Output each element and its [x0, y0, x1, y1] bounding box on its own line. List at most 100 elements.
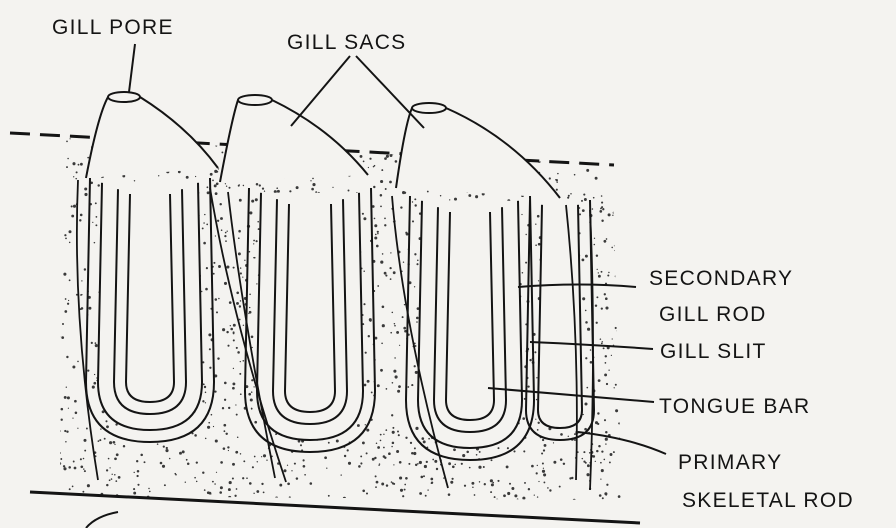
stipple-dot	[598, 379, 601, 382]
stipple-dot	[381, 483, 384, 486]
stipple-dot	[225, 240, 227, 242]
stipple-dot	[98, 440, 100, 442]
stipple-dot	[227, 345, 229, 347]
stipple-dot	[75, 134, 76, 135]
stipple-dot	[227, 446, 229, 448]
stipple-dot	[524, 482, 526, 484]
stipple-dot	[58, 208, 60, 210]
stipple-dot	[75, 178, 77, 180]
stipple-dot	[560, 433, 563, 436]
stipple-dot	[211, 139, 213, 141]
stipple-dot	[72, 417, 73, 418]
stipple-dot	[75, 412, 78, 415]
stipple-dot	[362, 490, 365, 493]
stipple-dot	[380, 180, 383, 183]
stipple-dot	[194, 477, 196, 479]
stipple-dot	[223, 424, 226, 427]
stipple-dot	[324, 456, 327, 459]
stipple-dot	[109, 467, 110, 468]
stipple-dot	[602, 208, 604, 210]
stipple-dot	[380, 369, 383, 372]
stipple-dot	[360, 455, 362, 457]
stipple-dot	[240, 453, 241, 454]
stipple-dot	[312, 178, 314, 180]
stipple-dot	[310, 180, 311, 181]
stipple-dot	[601, 450, 603, 452]
stipple-dot	[69, 230, 72, 233]
stipple-dot	[615, 384, 617, 386]
stipple-dot	[257, 461, 258, 462]
stipple-dot	[468, 194, 471, 197]
stipple-dot	[207, 186, 209, 188]
stipple-dot	[423, 475, 425, 477]
stipple-dot	[223, 447, 226, 450]
stipple-dot	[253, 493, 254, 494]
stipple-dot	[93, 382, 96, 385]
stipple-dot	[543, 449, 545, 451]
stipple-dot	[263, 454, 266, 457]
stipple-dot	[584, 198, 587, 201]
stipple-dot	[54, 396, 56, 398]
stipple-dot	[297, 500, 299, 502]
stipple-dot	[425, 495, 427, 497]
stipple-dot	[620, 193, 622, 195]
stipple-dot	[58, 309, 61, 312]
stipple-dot	[59, 430, 61, 432]
stipple-dot	[74, 467, 77, 470]
stipple-dot	[216, 171, 218, 173]
stipple-dot	[602, 341, 603, 342]
stipple-dot	[547, 155, 549, 157]
stipple-dot	[164, 484, 166, 486]
stipple-dot	[404, 304, 406, 306]
gill-pore-opening-1	[108, 92, 140, 102]
stipple-dot	[462, 454, 465, 457]
stipple-dot	[412, 201, 413, 202]
stipple-dot	[601, 220, 603, 222]
stipple-dot	[64, 396, 67, 399]
stipple-dot	[536, 399, 537, 400]
stipple-dot	[186, 176, 189, 179]
stipple-dot	[149, 491, 151, 493]
stipple-dot	[289, 496, 291, 498]
stipple-dot	[609, 461, 611, 463]
label-gill-pore: GILL PORE	[52, 17, 174, 38]
stipple-dot	[291, 470, 292, 471]
stipple-dot	[596, 296, 598, 298]
stipple-dot	[595, 304, 597, 306]
stipple-dot	[169, 458, 171, 460]
stipple-dot	[583, 451, 585, 453]
stipple-dot	[498, 447, 500, 449]
stipple-dot	[618, 348, 619, 349]
stipple-dot	[233, 339, 235, 341]
bottom-corner-mark	[86, 512, 118, 528]
stipple-dot	[389, 267, 391, 269]
stipple-dot	[563, 463, 565, 465]
stipple-dot	[80, 458, 82, 460]
stipple-dot	[440, 195, 441, 196]
stipple-dot	[77, 361, 79, 363]
stipple-dot	[211, 414, 213, 416]
stipple-dot	[84, 193, 87, 196]
stipple-dot	[601, 130, 604, 133]
stipple-dot	[232, 463, 235, 466]
stipple-dot	[494, 496, 496, 498]
stipple-dot	[57, 278, 59, 280]
stipple-dot	[238, 237, 240, 239]
stipple-dot	[253, 386, 254, 387]
stipple-dot	[133, 488, 135, 490]
stipple-dot	[625, 342, 628, 345]
stipple-dot	[431, 482, 433, 484]
stipple-dot	[209, 367, 211, 369]
stipple-dot	[593, 129, 595, 131]
stipple-dot	[225, 232, 227, 234]
stipple-dot	[237, 437, 239, 439]
stipple-dot	[188, 503, 191, 506]
stipple-dot	[116, 453, 119, 456]
stipple-dot	[380, 194, 383, 197]
stipple-dot	[579, 213, 581, 215]
stipple-dot	[390, 332, 392, 334]
stipple-dot	[618, 422, 620, 424]
stipple-dot	[101, 177, 102, 178]
stipple-dot	[68, 408, 69, 409]
stipple-dot	[623, 190, 625, 192]
